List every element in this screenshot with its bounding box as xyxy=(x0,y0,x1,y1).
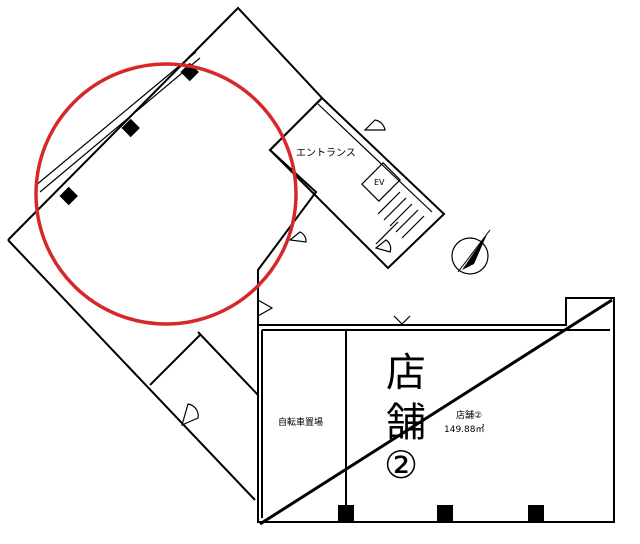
door-swing-lower xyxy=(181,403,199,427)
elevator-box xyxy=(361,162,401,202)
left-diagonal-wall xyxy=(7,239,256,501)
store-outer-wall xyxy=(257,297,615,523)
door-swing-stair xyxy=(374,239,392,253)
room-partition-2 xyxy=(197,331,259,396)
facade-outer-line xyxy=(39,57,201,193)
entrance-core xyxy=(268,96,446,270)
highlight-circle xyxy=(34,62,298,326)
column xyxy=(528,505,544,521)
entrance-label: エントランス xyxy=(296,147,356,159)
store-number: ② xyxy=(384,443,418,487)
door-swing-side xyxy=(288,231,307,243)
store-name-char-1: 店 xyxy=(386,350,426,396)
stair-treads xyxy=(375,191,425,245)
core-inner-wall xyxy=(317,103,433,213)
diagonal-strike-line xyxy=(259,298,613,526)
upper-building-block: エントランス EV xyxy=(7,6,446,501)
bicycle-parking-label: 自転車置場 xyxy=(278,416,323,428)
door-swing-store-top xyxy=(393,315,411,325)
room-partition-1 xyxy=(149,334,201,386)
column xyxy=(121,118,140,138)
store-area-label: 店舗② xyxy=(456,409,482,421)
facade-inner-line xyxy=(34,51,197,187)
door-swing-store-left xyxy=(257,299,274,317)
column xyxy=(437,505,453,521)
column xyxy=(338,505,354,521)
door-swing-entrance xyxy=(363,119,386,131)
compass-icon xyxy=(451,229,491,275)
store-area-value: 149.88㎡ xyxy=(444,424,485,435)
column xyxy=(59,186,78,206)
elevator-label: EV xyxy=(374,178,385,187)
store-unit: 自転車置場 店 舗 ② 店舗② 149.88㎡ xyxy=(257,297,615,526)
